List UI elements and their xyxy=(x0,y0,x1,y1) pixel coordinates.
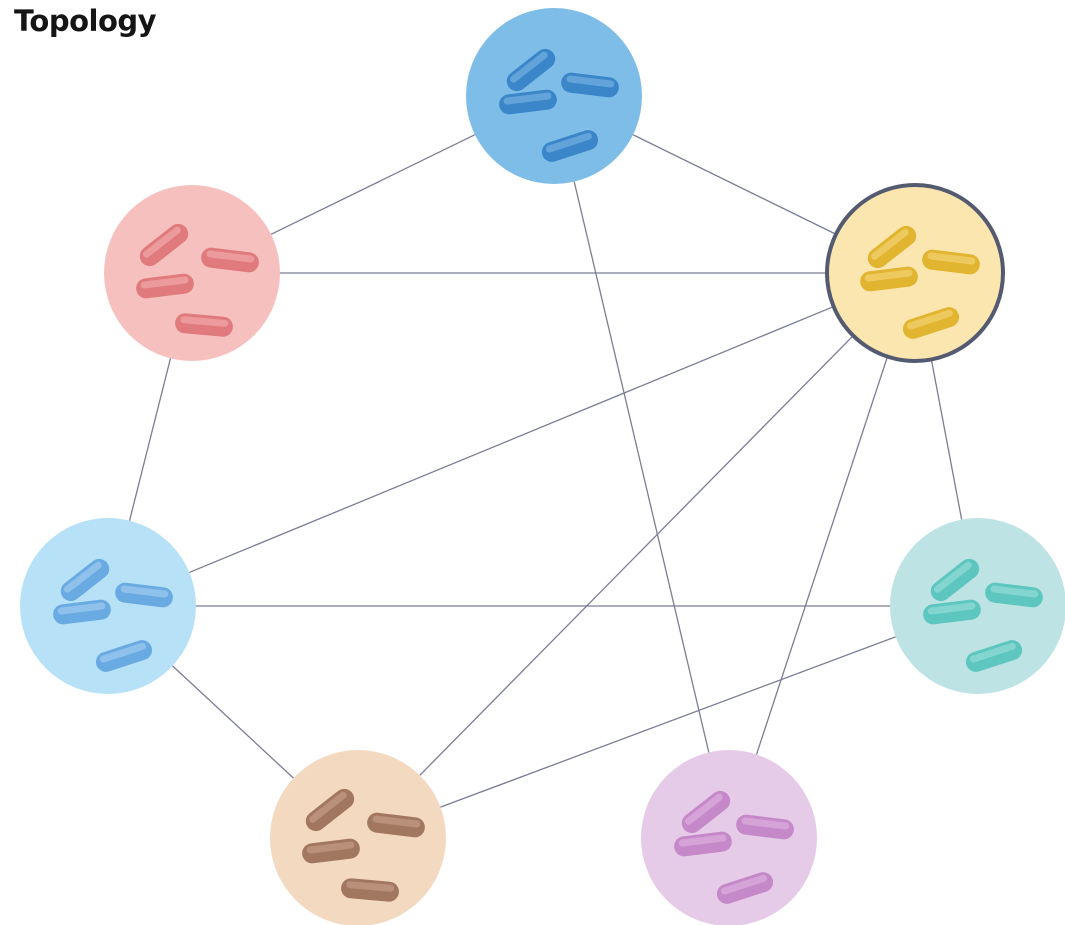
bacterium-icon xyxy=(341,878,399,902)
bacterium-icon xyxy=(860,266,918,292)
diagram-title: Topology xyxy=(14,4,157,38)
node-light-blue[interactable] xyxy=(20,518,196,694)
edge-top-blue-yellow xyxy=(632,134,837,235)
bacterium-icon xyxy=(305,788,355,832)
bacterium-icon xyxy=(674,831,732,857)
node-circle-tan xyxy=(270,750,446,925)
bacterium-icon xyxy=(506,48,556,92)
bacterium-icon xyxy=(367,812,425,838)
node-teal[interactable] xyxy=(890,518,1065,694)
bacterium-icon xyxy=(499,89,557,115)
bacterium-icon xyxy=(965,640,1023,672)
bacterium-icon xyxy=(681,790,731,834)
bacterium-icon xyxy=(53,599,111,625)
bacterium-icon xyxy=(175,313,233,337)
edge-red-light-blue xyxy=(128,358,172,521)
node-top-blue[interactable] xyxy=(466,8,642,184)
edge-yellow-light-blue xyxy=(189,305,834,574)
bacterium-icon xyxy=(115,582,173,608)
bacterium-icon xyxy=(985,582,1043,608)
node-tan[interactable] xyxy=(270,750,446,925)
bacterium-icon xyxy=(136,273,194,299)
bacterium-icon xyxy=(736,814,794,840)
edges-layer xyxy=(128,134,963,808)
nodes-layer xyxy=(20,8,1065,925)
bacterium-icon xyxy=(201,247,259,273)
node-red[interactable] xyxy=(104,185,280,361)
bacterium-icon xyxy=(922,249,980,275)
edge-yellow-tan xyxy=(419,335,854,776)
bacterium-icon xyxy=(716,872,774,904)
edge-light-blue-tan xyxy=(172,665,294,779)
bacterium-icon xyxy=(561,72,619,98)
node-circle-red xyxy=(104,185,280,361)
bacterium-icon xyxy=(902,307,960,339)
bacterium-icon xyxy=(302,838,360,864)
edge-teal-tan xyxy=(440,636,896,808)
edge-yellow-teal xyxy=(930,359,963,520)
edge-yellow-purple xyxy=(755,356,889,755)
bacterium-icon xyxy=(95,640,153,672)
edge-top-blue-purple xyxy=(573,181,710,753)
bacterium-icon xyxy=(60,558,110,602)
bacterium-icon xyxy=(541,130,599,162)
bacterium-icon xyxy=(930,558,980,602)
edge-top-blue-red xyxy=(270,134,476,235)
bacterium-icon xyxy=(923,599,981,625)
node-yellow[interactable] xyxy=(825,183,1005,363)
node-purple[interactable] xyxy=(641,750,817,925)
bacterium-icon xyxy=(139,223,189,267)
bacterium-icon xyxy=(867,225,917,269)
